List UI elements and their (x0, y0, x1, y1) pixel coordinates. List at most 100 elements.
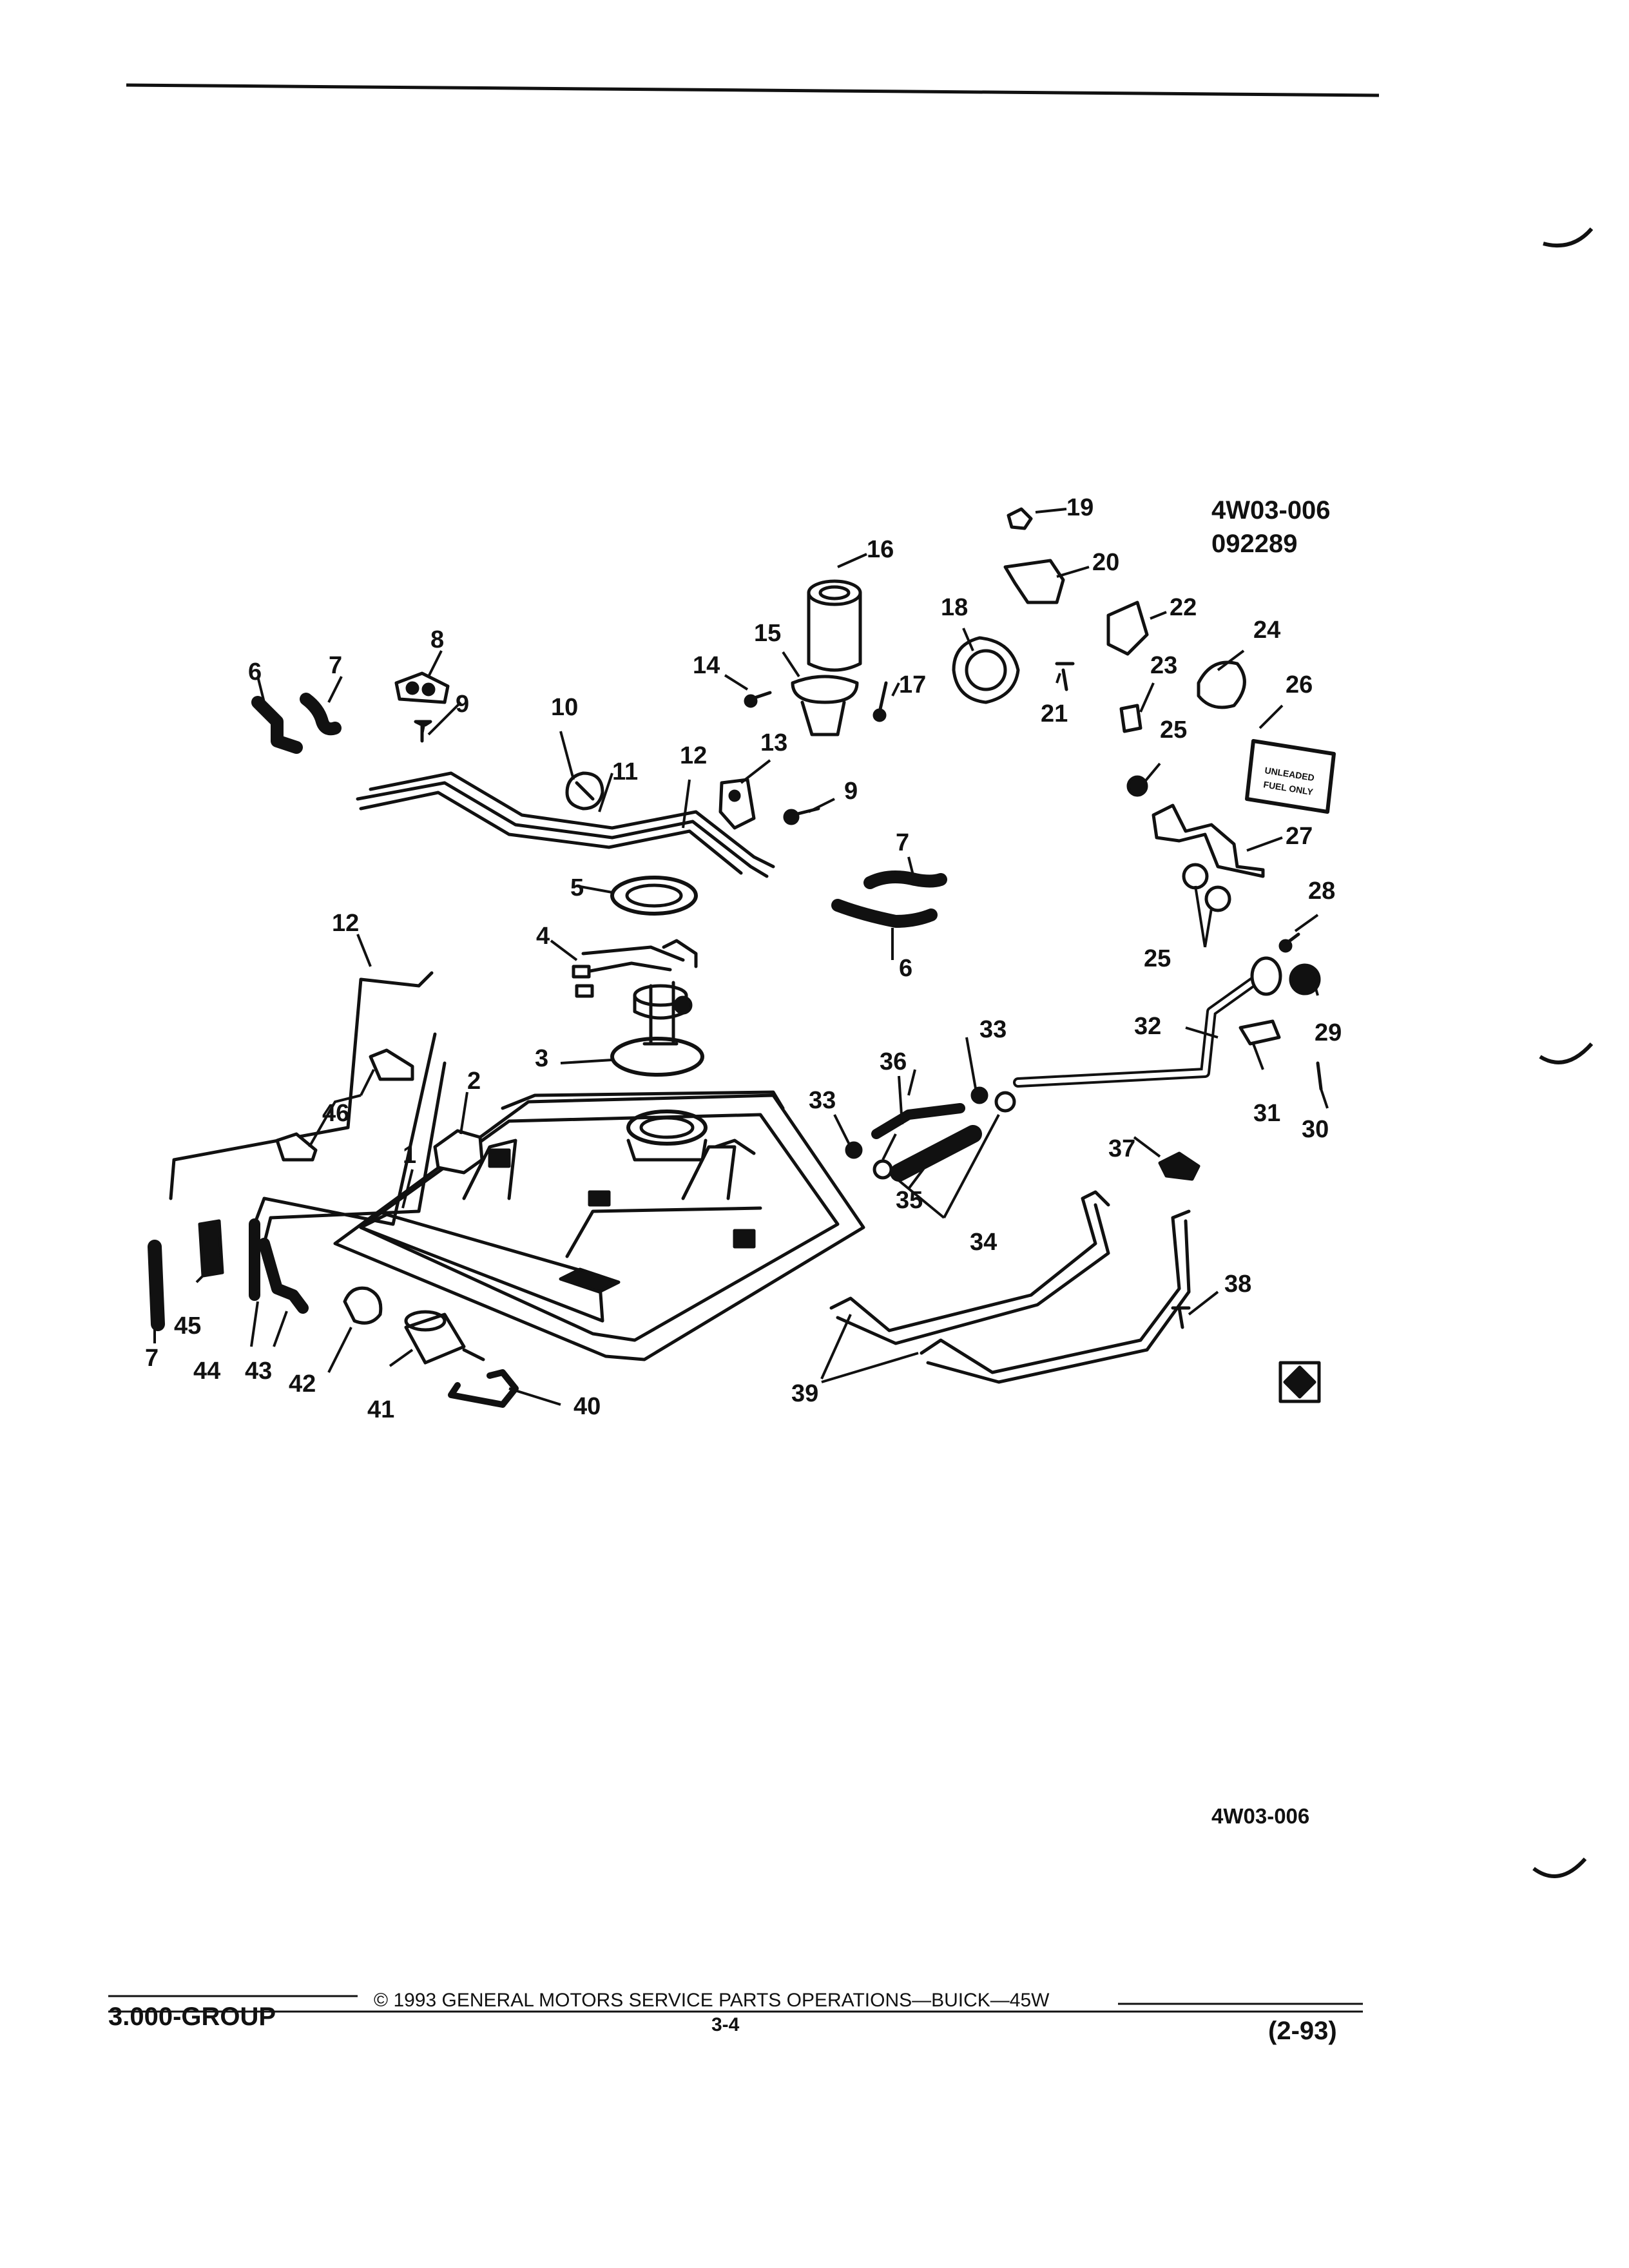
clip (1158, 1151, 1200, 1181)
clamp (1239, 1019, 1281, 1046)
callout-3: 3 (535, 1045, 548, 1072)
fuel-line (369, 771, 775, 869)
callout-46: 46 (322, 1100, 349, 1127)
fuel-line (359, 791, 743, 875)
callout-27: 27 (1286, 823, 1313, 850)
fuel-filter (404, 1310, 485, 1365)
callout-7: 7 (145, 1345, 159, 1372)
filter-bracket (343, 1286, 383, 1325)
fuel-label-card (1245, 739, 1336, 814)
bolt (414, 720, 432, 743)
binding-mark (1543, 227, 1594, 247)
hose (831, 899, 938, 928)
callout-1: 1 (403, 1142, 416, 1169)
grommet (1126, 775, 1148, 797)
hose (251, 696, 303, 754)
callout-18: 18 (941, 594, 968, 621)
heat-shield (433, 1129, 484, 1175)
callout-36: 36 (880, 1048, 907, 1075)
callout-4: 4 (536, 923, 550, 950)
hose-clamp (872, 1159, 893, 1180)
fuel-line (262, 1061, 447, 1245)
callout-32: 32 (1134, 1013, 1161, 1040)
bracket (718, 778, 756, 830)
callout-37: 37 (1108, 1135, 1135, 1162)
callout-9: 9 (844, 778, 858, 805)
callout-5: 5 (570, 874, 584, 901)
copyright-line: © 1993 GENERAL MOTORS SERVICE PARTS OPER… (374, 1990, 1050, 2011)
callout-34: 34 (970, 1229, 997, 1256)
tank-strap (926, 1219, 1191, 1384)
callout-10: 10 (551, 694, 578, 721)
callout-30: 30 (1302, 1116, 1329, 1143)
callout-42: 42 (289, 1370, 316, 1398)
clip (369, 1048, 414, 1081)
o-ring (610, 1037, 704, 1077)
callout-43: 43 (245, 1358, 272, 1385)
bracket (1003, 559, 1065, 604)
callout-40: 40 (574, 1393, 601, 1420)
grommet (1182, 863, 1209, 890)
callout-16: 16 (867, 536, 894, 563)
fuel-cap (1289, 963, 1321, 995)
fuel-line (356, 781, 769, 878)
clip (275, 1132, 318, 1162)
callout-33: 33 (979, 1016, 1007, 1043)
callout-8: 8 (430, 626, 444, 653)
top-rule (126, 83, 1380, 97)
binding-mark (1532, 1858, 1587, 1878)
callout-22: 22 (1170, 594, 1197, 621)
fuel-pipe (448, 1369, 519, 1408)
callout-45: 45 (174, 1312, 201, 1340)
diagram-id: 4W03-006 (1211, 496, 1331, 524)
group-label: 3.000-GROUP (108, 2003, 276, 2031)
callout-28: 28 (1308, 878, 1335, 905)
callout-23: 23 (1150, 652, 1177, 679)
callout-12: 12 (332, 910, 359, 937)
callout-6: 6 (899, 955, 912, 982)
diagram-date: 092289 (1211, 530, 1298, 558)
filler-hose (890, 1125, 982, 1182)
clip (1055, 662, 1075, 691)
vapor-canister (807, 579, 862, 672)
vent-hose (871, 1103, 965, 1139)
tank-strap (836, 1203, 1110, 1345)
callout-38: 38 (1224, 1271, 1251, 1298)
page-number: 3-4 (711, 2014, 740, 2035)
callout-13: 13 (760, 729, 787, 756)
leader-lines (153, 508, 1329, 1406)
bracket (1119, 704, 1142, 733)
callout-25: 25 (1160, 716, 1187, 744)
callout-29: 29 (1315, 1019, 1342, 1046)
grommet (1204, 885, 1231, 912)
callout-numbers: 1234566777899101112121314151617181920212… (145, 494, 1342, 1423)
callout-7: 7 (329, 652, 342, 679)
fuel-pump-sender (572, 939, 698, 1046)
callout-17: 17 (899, 671, 926, 698)
diamond-symbol (1278, 1361, 1321, 1403)
fuel-line (253, 1032, 437, 1226)
callout-15: 15 (754, 620, 781, 647)
callout-14: 14 (693, 652, 720, 679)
hose (863, 870, 947, 889)
callout-35: 35 (896, 1187, 923, 1214)
callout-12: 12 (680, 742, 707, 769)
fuel-line (417, 971, 434, 988)
callout-7: 7 (896, 829, 909, 856)
footer-diagram-id: 4W03-006 (1211, 1804, 1310, 1828)
bracket (1106, 601, 1149, 656)
fuel-line (169, 977, 421, 1200)
hose-clamp (994, 1091, 1016, 1113)
tank-strap (920, 1209, 1191, 1374)
callout-26: 26 (1286, 671, 1313, 698)
callout-11: 11 (612, 758, 638, 785)
tank-strap (829, 1190, 1110, 1332)
hose (148, 1240, 165, 1331)
callout-25: 25 (1144, 945, 1171, 972)
filler-bracket (1152, 803, 1265, 878)
cam-lock-ring (610, 876, 698, 916)
callout-31: 31 (1253, 1100, 1280, 1127)
fuel-door (1197, 660, 1246, 709)
filler-housing (952, 636, 1020, 704)
